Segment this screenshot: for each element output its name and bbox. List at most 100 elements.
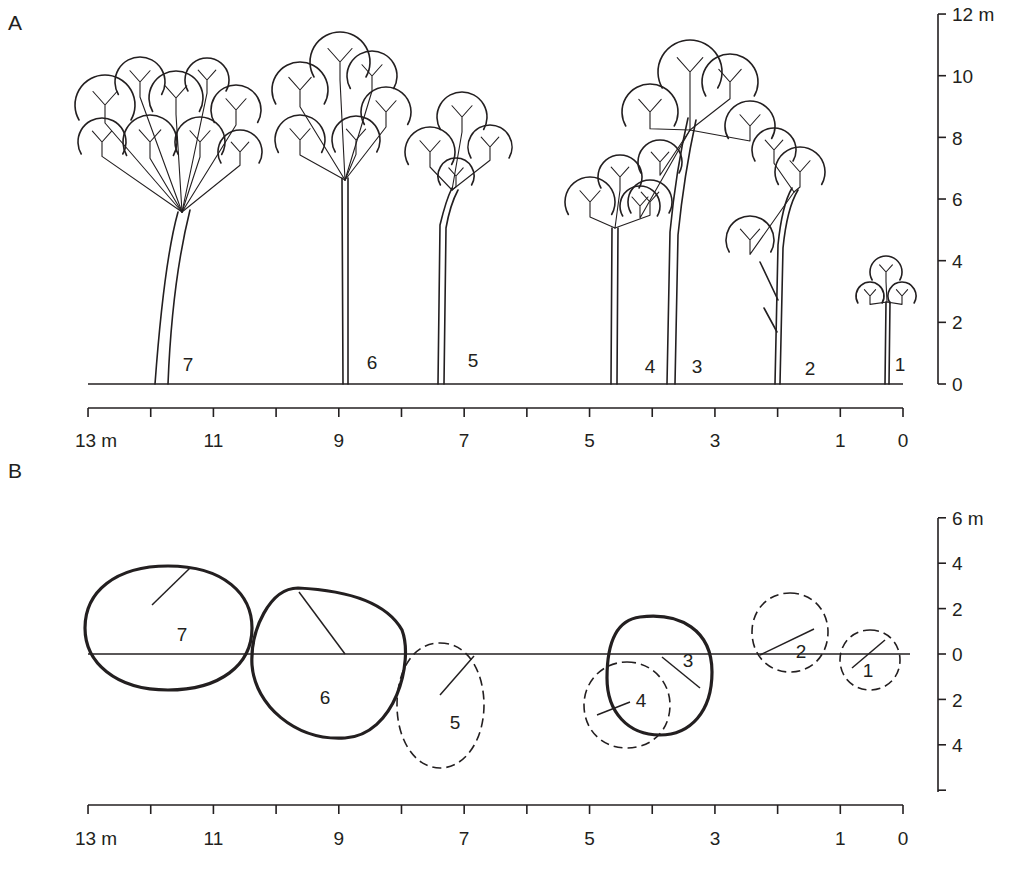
crown-outline [252,588,406,738]
axis-tick [651,805,653,814]
trunk [889,302,890,384]
crown-outline [397,643,484,768]
axis-tick [275,408,277,417]
trunk [760,262,778,300]
branch [887,290,908,305]
axis-tick [651,408,653,417]
axis-tick [463,805,465,814]
offset-axis [937,518,939,792]
trunk [444,190,458,384]
trunk [617,228,618,384]
axis-tick [938,653,946,655]
axis-label: 4 [952,554,963,573]
axis-label: 1 [835,829,846,848]
axis-label: 9 [333,829,344,848]
axis-tick [338,408,340,417]
tree-number: 2 [805,359,816,378]
trunk [675,120,696,384]
crown-outline [85,566,252,690]
axis-tick [87,408,89,417]
branch [790,161,810,192]
tree-profile [405,92,512,384]
tree-number: 5 [468,351,479,370]
branch [289,77,345,180]
panel-letter: A [8,12,22,33]
crown-number: 3 [683,651,694,670]
axis-tick [938,517,946,519]
tree-number: 7 [183,355,194,374]
axis-tick [401,805,403,814]
axis-tick [902,408,904,417]
axis-tick [938,322,946,324]
axis-tick [589,805,591,814]
trunk [611,228,612,384]
crown-outline-dashed [397,643,484,768]
distance-axis [88,804,903,806]
axis-label: 2 [952,691,963,710]
axis-tick [338,805,340,814]
axis-tick [840,805,842,814]
axis-tick [777,408,779,417]
crown-outline [752,593,828,672]
branch [139,130,182,212]
trunk [775,188,792,384]
trunk [764,308,777,332]
transect-line [88,653,910,655]
branch [632,130,690,218]
tree-number: 1 [895,355,906,374]
axis-label: 2 [952,313,963,332]
tree-profile [620,40,775,384]
axis-label: 0 [952,645,963,664]
branch [420,141,452,190]
axis-tick [938,383,946,385]
axis-label: 0 [952,375,963,394]
tree-number: 4 [645,357,656,376]
branch [449,168,463,190]
axis-tick [938,198,946,200]
branch [765,140,794,192]
tree-profiles [75,32,916,384]
axis-label: 10 [952,67,973,86]
branch [182,70,216,212]
axis-label: 3 [710,829,721,848]
axis-label: 9 [333,431,344,450]
crown-outline-solid [607,616,712,735]
axis-label: 7 [459,431,470,450]
axis-tick [714,408,716,417]
branch [690,69,741,130]
branch [864,290,887,305]
axis-tick [463,408,465,417]
axis-label: 5 [584,431,595,450]
axis-label: 6 [952,190,963,209]
branch [740,192,794,254]
branch [290,129,345,180]
axis-tick [777,805,779,814]
branch [93,92,182,213]
axis-tick [87,805,89,814]
trunk [780,190,798,384]
axis-label: 8 [952,129,963,148]
axis-tick [938,744,946,746]
branch [452,137,499,190]
trunk [342,178,343,384]
axis-label: 11 [204,829,224,848]
axis-tick [938,608,946,610]
branch [690,115,760,141]
tree-profile [856,256,916,384]
axis-label: 3 [710,431,721,450]
axis-tick [938,699,946,701]
axis-tick [150,408,152,417]
crown-number: 1 [863,661,874,680]
axis-tick [589,408,591,417]
axis-tick [938,789,946,791]
branch [651,130,690,175]
crown-radius [662,657,700,688]
branch [611,167,629,228]
branch [182,99,246,212]
branch [182,142,249,212]
panel-letter: B [8,460,22,481]
crown-radius [440,656,474,695]
axis-label: 0 [898,829,909,848]
